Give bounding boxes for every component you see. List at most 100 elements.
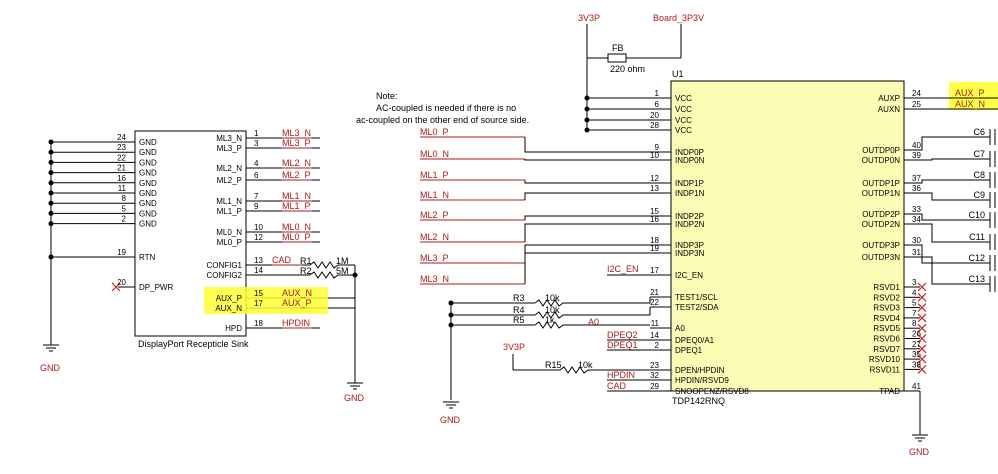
pin-number: 22 bbox=[650, 298, 659, 307]
junction-dot bbox=[584, 127, 590, 133]
pin-number: 27 bbox=[912, 340, 921, 349]
no-connect-rsvd bbox=[917, 344, 927, 354]
pin-name: VCC bbox=[675, 116, 692, 125]
pin-number: 10 bbox=[650, 151, 659, 160]
resistor-ref: R4 bbox=[513, 305, 525, 315]
r4-resistor bbox=[534, 307, 651, 319]
resistor-value: 1k bbox=[545, 315, 555, 325]
net-label: DPEQ1 bbox=[607, 340, 638, 350]
pin-number: 39 bbox=[912, 151, 921, 160]
net-label: ML1_P bbox=[282, 201, 311, 211]
pin-name: SNOOPENZ/RSVD8 bbox=[675, 387, 749, 396]
pin-name: RSVD3 bbox=[873, 304, 900, 313]
r2-value: 5M bbox=[336, 266, 349, 276]
pin-number: 16 bbox=[650, 215, 659, 224]
junction-dot bbox=[48, 149, 54, 155]
net-label: ML2_N bbox=[282, 158, 311, 168]
junction-dot bbox=[48, 200, 54, 206]
no-connect-rsvd bbox=[917, 364, 927, 374]
pin-name: RSVD4 bbox=[873, 314, 900, 323]
net-label: ML0_N bbox=[420, 149, 449, 159]
input-wire bbox=[524, 252, 671, 284]
rail-board-3p3v: Board_3P3V bbox=[653, 13, 704, 23]
pin-name: OUTDP3P bbox=[862, 241, 900, 250]
pin-name: INDP1P bbox=[675, 179, 704, 188]
r15-ref: R15 bbox=[545, 360, 562, 370]
net-label: HPDIN bbox=[607, 370, 635, 380]
r3-resistor bbox=[534, 297, 651, 307]
net-label: ML3_P bbox=[420, 253, 449, 263]
ferrite-bead bbox=[607, 53, 627, 63]
pin-number: 2 bbox=[655, 341, 660, 350]
rail-3v3p: 3V3P bbox=[578, 13, 600, 23]
pin-name: DPEQ1 bbox=[675, 346, 703, 355]
pin-number: 9 bbox=[655, 143, 660, 152]
pin-number: 23 bbox=[117, 143, 126, 152]
no-connect-rsvd bbox=[917, 282, 927, 292]
net-label: A0 bbox=[588, 317, 599, 327]
net-label: ML2_P bbox=[420, 210, 449, 220]
pin-number: 32 bbox=[650, 371, 659, 380]
pin-number: 11 bbox=[651, 319, 660, 328]
pin-name: DPEN/HPDIN bbox=[675, 366, 725, 375]
junction-dot bbox=[448, 322, 454, 328]
pin-name: TEST2/SDA bbox=[675, 303, 719, 312]
pin-number: 9 bbox=[254, 202, 259, 211]
ferrite-value: 220 ohm bbox=[610, 64, 645, 74]
no-connect-rsvd bbox=[917, 292, 927, 302]
pin-number: 25 bbox=[912, 100, 921, 109]
pin-name: RTN bbox=[139, 253, 156, 262]
net-label: AUX_P bbox=[282, 298, 312, 308]
pin-number: 11 bbox=[118, 184, 127, 193]
capacitor-ref: C12 bbox=[968, 253, 985, 263]
pin-name: GND bbox=[139, 220, 157, 229]
junction-dot bbox=[48, 180, 54, 186]
pin-number: 17 bbox=[254, 299, 263, 308]
pin-name: ML1_P bbox=[217, 207, 242, 216]
output-wire bbox=[904, 192, 990, 201]
pin-number: 15 bbox=[650, 207, 659, 216]
schematic-generated: 24GND23GND22GND21GND16GND11GND8GND5GND2G… bbox=[43, 88, 998, 442]
pin-name: INDP1N bbox=[675, 189, 705, 198]
pin-number: 3 bbox=[254, 139, 259, 148]
pin-name: GND bbox=[139, 158, 157, 167]
capacitor-ref: C10 bbox=[968, 210, 985, 220]
net-label: ML1_N bbox=[282, 191, 311, 201]
pin-name: ML2_N bbox=[216, 164, 242, 173]
junction-dot bbox=[584, 117, 590, 123]
pin-name: INDP3N bbox=[675, 249, 705, 258]
u1-body bbox=[670, 80, 905, 392]
net-label: ML3_N bbox=[420, 274, 449, 284]
pin-number: 6 bbox=[254, 171, 259, 180]
capacitor-ref: C6 bbox=[973, 127, 985, 137]
pin-name: GND bbox=[139, 209, 157, 218]
pin-name: AUXN bbox=[878, 105, 900, 114]
output-wire bbox=[904, 158, 990, 161]
pin-name: OUTDP2P bbox=[862, 210, 900, 219]
r2-resistor bbox=[309, 271, 355, 279]
net-label: AUX_P bbox=[955, 88, 985, 98]
r5-resistor bbox=[534, 321, 650, 329]
r1-resistor bbox=[309, 261, 355, 269]
pin-name: GND bbox=[139, 179, 157, 188]
pin-name: VCC bbox=[675, 126, 692, 135]
net-label: ML3_P bbox=[282, 138, 311, 148]
pin-name: TPAD bbox=[879, 387, 900, 396]
aux-highlight-left bbox=[204, 287, 328, 314]
pin-name: ML1_N bbox=[216, 197, 242, 206]
pin-name: GND bbox=[139, 148, 157, 157]
pin-name: GND bbox=[139, 169, 157, 178]
pin-name: OUTDP2N bbox=[862, 220, 900, 229]
pin-name: GND bbox=[139, 199, 157, 208]
resistor-value: 10k bbox=[545, 293, 560, 303]
pin-name: OUTDP1P bbox=[862, 179, 900, 188]
pin-number: 5 bbox=[912, 299, 917, 308]
pin-number: 13 bbox=[650, 184, 659, 193]
pin-name: INDP0P bbox=[675, 148, 704, 157]
pin-number: 13 bbox=[254, 256, 263, 265]
net-label: ML2_N bbox=[420, 232, 449, 242]
junction-dot bbox=[48, 254, 54, 260]
note-line2: ac-coupled on the other end of source si… bbox=[356, 115, 529, 125]
gnd-label-config: GND bbox=[344, 393, 365, 403]
pin-number: 1 bbox=[655, 89, 660, 98]
